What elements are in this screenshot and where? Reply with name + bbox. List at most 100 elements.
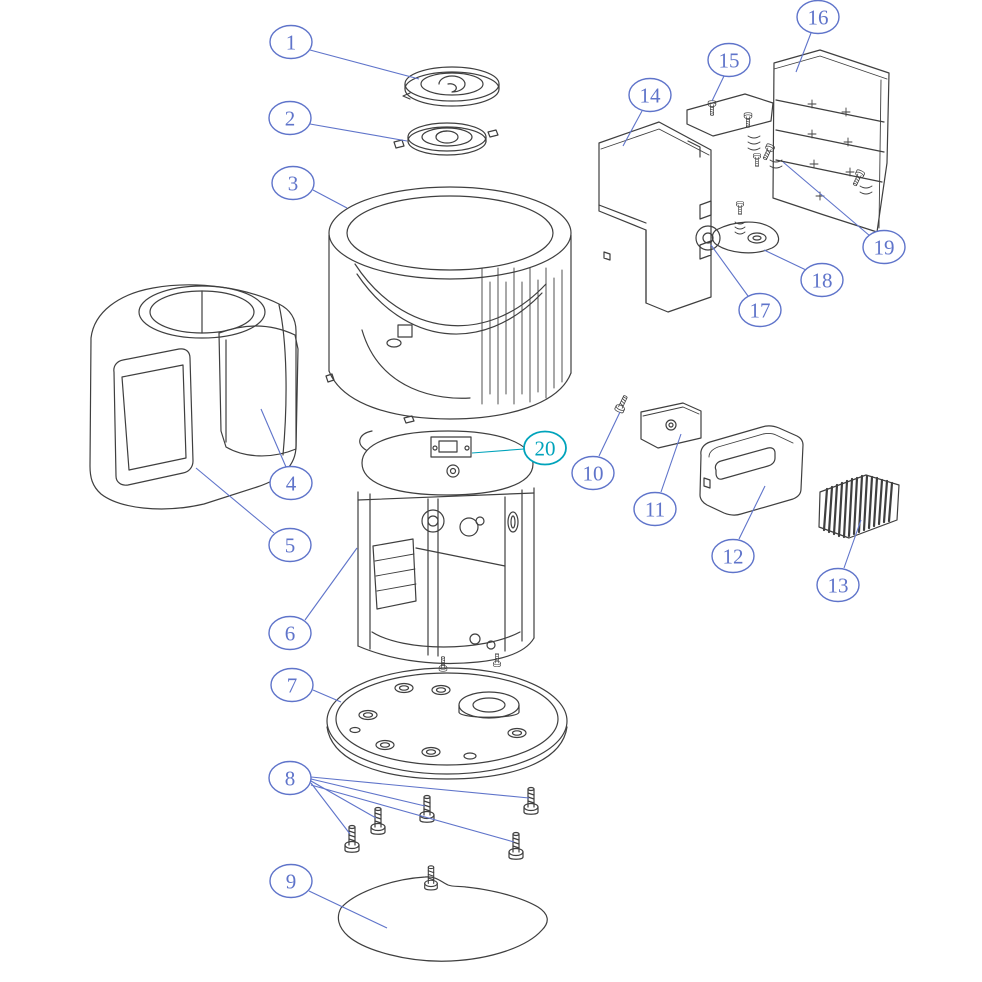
leader-line <box>598 411 621 457</box>
leader-line <box>310 778 426 807</box>
callout-number: 9 <box>286 870 297 894</box>
callout-bubble <box>816 567 860 603</box>
callout-number: 18 <box>812 269 833 293</box>
callout-number: 3 <box>288 172 299 196</box>
callout-7: 7 <box>270 667 342 703</box>
callout-bubble <box>711 538 755 574</box>
callout-bubble <box>269 24 313 60</box>
part-7-base-plate <box>326 667 568 780</box>
callout-number: 7 <box>287 674 298 698</box>
callout-bubble <box>796 0 840 35</box>
callout-17: 17 <box>710 244 782 328</box>
callout-bubble <box>707 42 751 78</box>
callout-number: 4 <box>286 472 297 496</box>
leader-line <box>310 784 515 843</box>
leader-line <box>260 408 287 468</box>
part-14-door-panel <box>598 121 712 313</box>
callout-16: 16 <box>795 0 840 73</box>
leader-line <box>660 433 682 493</box>
callout-13: 13 <box>816 519 862 603</box>
part-11-bracket-plate <box>640 402 702 449</box>
leader-line <box>843 519 862 569</box>
callout-15: 15 <box>707 42 751 102</box>
leader-line <box>308 890 388 929</box>
part-16-ribbed-panel <box>772 49 890 233</box>
callout-3: 3 <box>271 165 348 209</box>
callout-number: 16 <box>808 6 829 30</box>
callout-bubble <box>270 667 314 703</box>
part-5-outer-cover <box>89 284 297 510</box>
leader-line <box>195 467 275 534</box>
part-6-motor-assembly <box>357 430 535 672</box>
leader-line <box>310 780 377 819</box>
leader-line <box>738 485 766 540</box>
callout-number: 1 <box>286 31 297 55</box>
callout-19: 19 <box>782 161 906 265</box>
callout-bubble <box>268 615 312 651</box>
callout-number: 15 <box>719 49 740 73</box>
callout-bubble <box>268 100 312 136</box>
callout-9: 9 <box>269 863 388 929</box>
callout-18: 18 <box>763 249 844 298</box>
leader-line <box>471 448 525 454</box>
callout-number: 11 <box>645 498 665 522</box>
callout-bubble <box>268 527 312 563</box>
callout-11: 11 <box>633 433 682 527</box>
callout-2: 2 <box>268 100 408 142</box>
part-3-main-housing <box>325 186 572 424</box>
callout-number: 5 <box>285 534 296 558</box>
callout-bubble <box>738 292 782 328</box>
callout-bubble <box>571 455 615 491</box>
leader-line <box>310 776 530 799</box>
callout-number: 10 <box>583 462 604 486</box>
callout-5: 5 <box>195 467 312 563</box>
leader-line <box>795 32 812 73</box>
callout-bubble <box>628 77 672 113</box>
part-1-top-cap <box>402 66 500 107</box>
leader-line <box>710 244 749 297</box>
part-15-top-bracket <box>686 93 774 168</box>
callout-14: 14 <box>622 77 672 147</box>
callout-8: 8 <box>268 760 530 843</box>
leader-line <box>312 189 348 209</box>
leader-line <box>782 161 871 237</box>
part-12-side-panel <box>699 425 804 516</box>
callout-20: 20 <box>471 430 567 466</box>
callout-4: 4 <box>260 408 313 501</box>
callout-number: 6 <box>285 622 296 646</box>
callout-bubble <box>269 863 313 899</box>
part-18-latch-arm <box>711 221 780 254</box>
leader-line <box>622 110 643 147</box>
callout-6: 6 <box>268 547 358 651</box>
callout-bubble <box>268 760 312 796</box>
leader-line <box>309 49 420 80</box>
part-19-screws <box>760 142 873 195</box>
callout-number: 14 <box>640 84 662 108</box>
part-2-inner-cap <box>393 122 499 156</box>
callout-bubble <box>633 491 677 527</box>
callout-number: 17 <box>750 299 771 323</box>
callout-number: 12 <box>723 545 744 569</box>
leader-line <box>310 782 351 835</box>
callout-number: 13 <box>828 574 849 598</box>
callout-bubble <box>269 465 313 501</box>
callout-number: 20 <box>535 437 556 461</box>
callout-10: 10 <box>571 411 621 491</box>
callout-12: 12 <box>711 485 766 574</box>
callout-bubble <box>862 229 906 265</box>
callout-1: 1 <box>269 24 420 80</box>
callout-bubble <box>800 262 844 298</box>
callout-number: 19 <box>874 236 895 260</box>
part-17-hinge-bracket <box>695 201 746 251</box>
callout-bubble <box>271 165 315 201</box>
leader-line <box>711 75 725 102</box>
part-9-bottom-cover <box>337 876 548 962</box>
leader-line <box>763 249 807 271</box>
leader-line <box>309 123 408 142</box>
callout-number: 8 <box>285 767 296 791</box>
part-13-vent-grille <box>818 474 900 539</box>
line-art-layer <box>89 49 900 962</box>
callout-number: 2 <box>285 107 296 131</box>
